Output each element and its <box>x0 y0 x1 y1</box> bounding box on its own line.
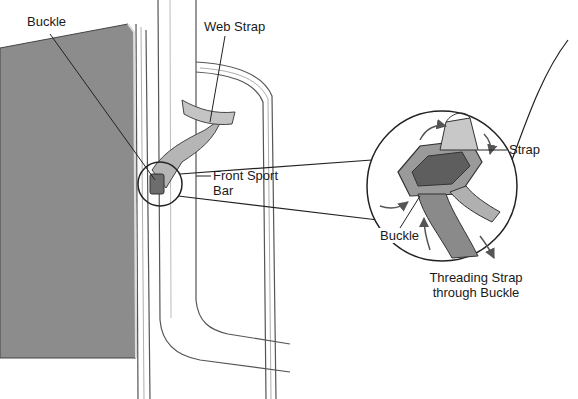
strap-label: Strap <box>509 142 540 157</box>
strap-label: Web Strap <box>204 19 265 34</box>
caption-note: Threading Strap through Buckle <box>420 270 532 300</box>
buckle-label: Buckle <box>378 228 421 243</box>
bar-label: Front Sport Bar <box>213 168 287 198</box>
buckle-label: Buckle <box>27 14 66 29</box>
